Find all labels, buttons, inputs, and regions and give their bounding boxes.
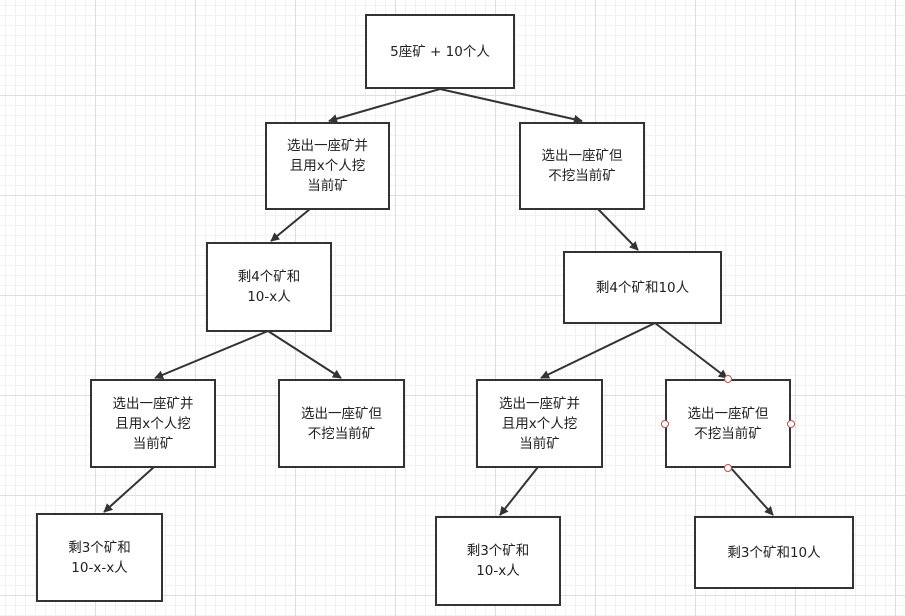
edge-l3-rr-l4-rr <box>729 466 774 516</box>
node-l4-rl[interactable]: 剩3个矿和 10-x人 <box>435 516 561 606</box>
selection-handle-bottom[interactable] <box>724 464 732 472</box>
edge-l2-left-l3-lr <box>267 330 342 379</box>
node-l3-ll[interactable]: 选出一座矿并 且用x个人挖 当前矿 <box>90 379 216 468</box>
node-l4-rr[interactable]: 剩3个矿和10人 <box>694 516 854 589</box>
node-l2-right-label: 剩4个矿和10人 <box>595 279 690 296</box>
selection-handle-top[interactable] <box>724 375 732 383</box>
node-l2-left-label: 剩4个矿和 10-x人 <box>237 269 301 305</box>
edge-root-l1-right <box>439 88 583 124</box>
node-l4-rr-label: 剩3个矿和10人 <box>727 544 821 561</box>
node-l1-right[interactable]: 选出一座矿但 不挖当前矿 <box>519 122 645 210</box>
edge-l2-right-l3-rr <box>654 322 728 379</box>
edge-l2-right-l3-rl <box>540 322 656 379</box>
selection-handle-left[interactable] <box>661 420 669 428</box>
edge-l3-ll-l4-ll <box>103 466 155 513</box>
node-root-label: 5座矿 + 10个人 <box>390 43 490 60</box>
node-l3-lr-label: 选出一座矿但 不挖当前矿 <box>301 405 382 442</box>
node-l3-lr[interactable]: 选出一座矿但 不挖当前矿 <box>278 379 405 468</box>
node-l1-left[interactable]: 选出一座矿并 且用x个人挖 当前矿 <box>265 122 390 210</box>
node-l4-ll[interactable]: 剩3个矿和 10-x-x人 <box>36 513 163 602</box>
edge-root-l1-left <box>328 88 441 124</box>
edge-l3-rl-l4-rl <box>499 466 539 516</box>
node-l4-rl-label: 剩3个矿和 10-x人 <box>466 543 530 579</box>
node-l3-rr[interactable]: 选出一座矿但 不挖当前矿 <box>665 379 791 468</box>
node-l4-ll-label: 剩3个矿和 10-x-x人 <box>68 539 131 576</box>
selection-handle-right[interactable] <box>787 420 795 428</box>
node-l3-rl-label: 选出一座矿并 且用x个人挖 当前矿 <box>499 395 580 452</box>
node-l1-left-label: 选出一座矿并 且用x个人挖 当前矿 <box>287 138 368 194</box>
node-l2-right[interactable]: 剩4个矿和10人 <box>563 251 722 324</box>
node-l1-right-label: 选出一座矿但 不挖当前矿 <box>541 148 623 184</box>
node-l2-left[interactable]: 剩4个矿和 10-x人 <box>206 242 332 332</box>
node-l3-rr-label: 选出一座矿但 不挖当前矿 <box>687 405 769 442</box>
node-l3-rl[interactable]: 选出一座矿并 且用x个人挖 当前矿 <box>476 379 603 468</box>
node-l3-ll-label: 选出一座矿并 且用x个人挖 当前矿 <box>112 395 194 452</box>
edge-l2-left-l3-ll <box>154 330 269 380</box>
edge-l1-left-l2-left <box>270 208 311 242</box>
node-root[interactable]: 5座矿 + 10个人 <box>365 14 515 89</box>
edge-l1-right-l2-right <box>597 208 639 251</box>
